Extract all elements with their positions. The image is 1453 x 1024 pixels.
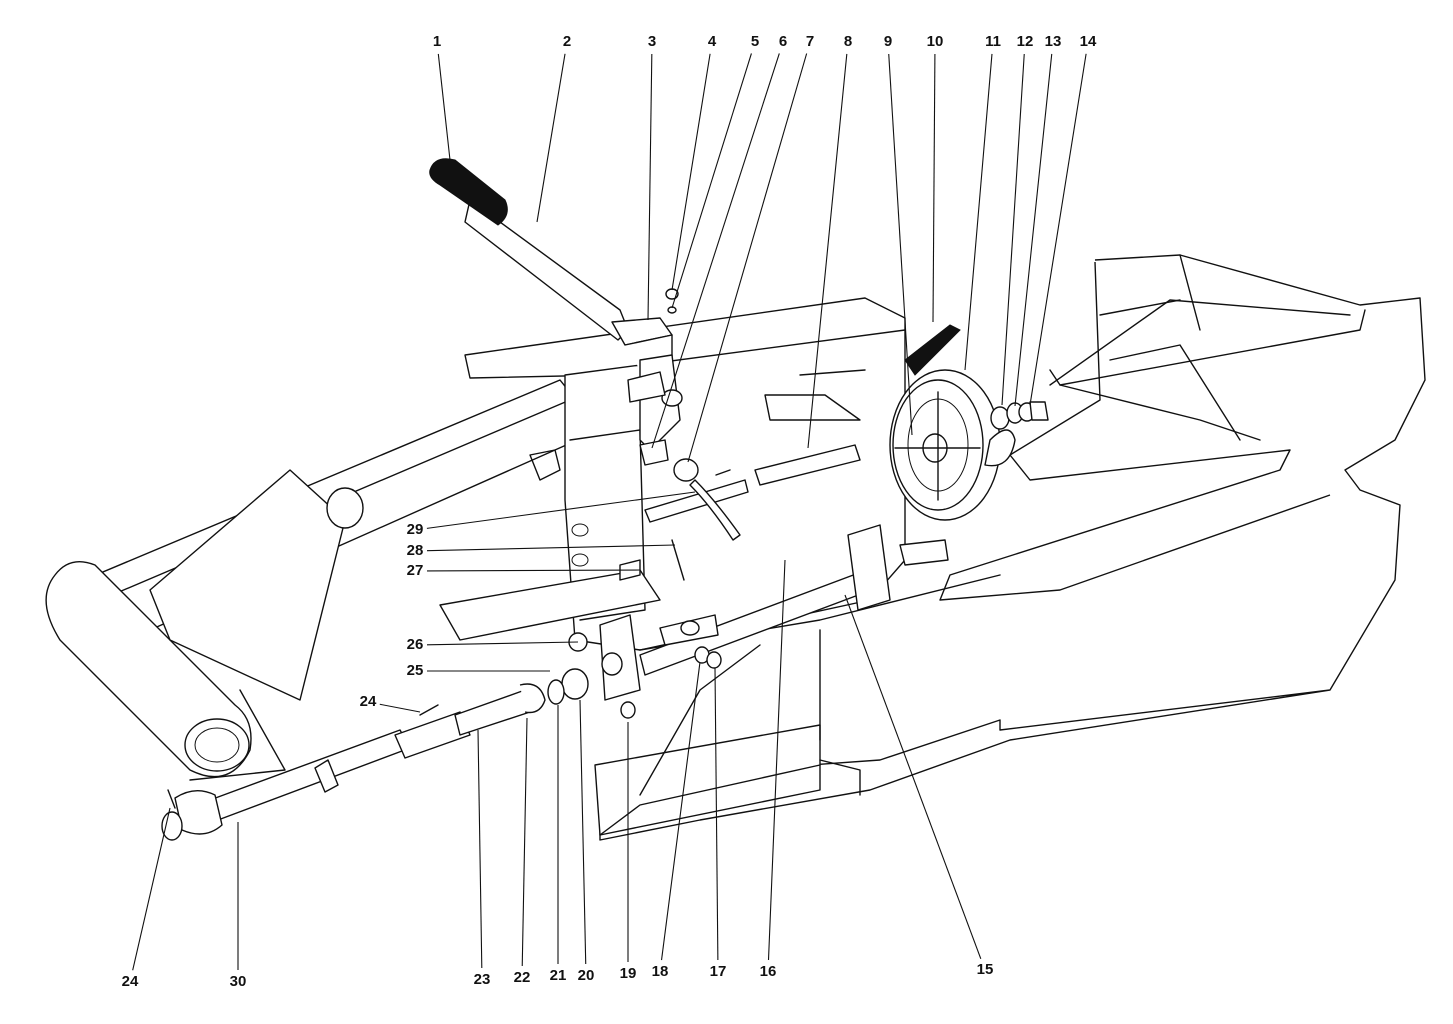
leader-line-29 xyxy=(426,491,696,529)
callout-15: 15 xyxy=(977,961,994,978)
leader-line-7 xyxy=(687,53,808,463)
leader-line-24 xyxy=(132,807,171,971)
callout-25: 25 xyxy=(407,662,424,679)
leader-line-12 xyxy=(1001,53,1025,406)
leader-line-20 xyxy=(579,699,587,965)
shafts-springs xyxy=(547,444,891,719)
leader-line-4 xyxy=(671,53,711,291)
leader-line-5 xyxy=(671,53,752,309)
callout-19: 19 xyxy=(620,965,637,982)
callout-5: 5 xyxy=(751,33,759,50)
callout-14: 14 xyxy=(1080,33,1097,50)
leader-line-28 xyxy=(426,544,676,552)
leader-line-26 xyxy=(426,641,579,646)
leader-lines xyxy=(132,53,1087,971)
callout-24: 24 xyxy=(360,693,377,710)
leader-line-9 xyxy=(888,53,913,436)
leader-line-16 xyxy=(767,559,786,961)
callout-2: 2 xyxy=(563,33,571,50)
leader-line-22 xyxy=(521,717,528,967)
callout-29: 29 xyxy=(407,521,424,538)
callout-6: 6 xyxy=(779,33,787,50)
callout-30: 30 xyxy=(230,973,247,990)
callout-10: 10 xyxy=(927,33,944,50)
leader-line-2 xyxy=(536,53,566,223)
callout-17: 17 xyxy=(710,963,727,980)
callout-18: 18 xyxy=(652,963,669,980)
leader-line-24 xyxy=(379,703,421,713)
callout-21: 21 xyxy=(550,967,567,984)
chassis-frame xyxy=(45,254,1426,841)
control-lever xyxy=(429,158,683,466)
leader-line-27 xyxy=(426,569,641,572)
callout-1: 1 xyxy=(433,33,441,50)
leader-line-11 xyxy=(964,53,993,371)
callout-9: 9 xyxy=(884,33,892,50)
callout-24: 24 xyxy=(122,973,139,990)
leader-line-15 xyxy=(844,594,982,959)
callout-20: 20 xyxy=(578,967,595,984)
callout-4: 4 xyxy=(708,33,717,50)
callout-28: 28 xyxy=(407,542,424,559)
leader-line-3 xyxy=(647,53,653,321)
leader-line-10 xyxy=(932,53,936,323)
pulley-assembly xyxy=(889,324,1049,566)
callout-13: 13 xyxy=(1045,33,1062,50)
leader-line-13 xyxy=(1014,53,1053,407)
leader-line-8 xyxy=(807,53,848,449)
leader-line-18 xyxy=(660,661,701,961)
callout-7: 7 xyxy=(806,33,814,50)
callout-11: 11 xyxy=(985,33,1001,50)
leader-line-6 xyxy=(651,53,780,449)
leader-line-14 xyxy=(1029,53,1087,406)
callout-27: 27 xyxy=(407,562,424,579)
callout-26: 26 xyxy=(407,636,424,653)
callout-8: 8 xyxy=(844,33,852,50)
callout-3: 3 xyxy=(648,33,656,50)
callout-23: 23 xyxy=(474,971,491,988)
callout-12: 12 xyxy=(1017,33,1034,50)
drive-shaft xyxy=(161,683,546,841)
leader-line-1 xyxy=(437,53,451,161)
callout-16: 16 xyxy=(760,963,777,980)
callout-22: 22 xyxy=(514,969,531,986)
leader-line-23 xyxy=(477,729,483,969)
leader-line-17 xyxy=(714,667,719,961)
